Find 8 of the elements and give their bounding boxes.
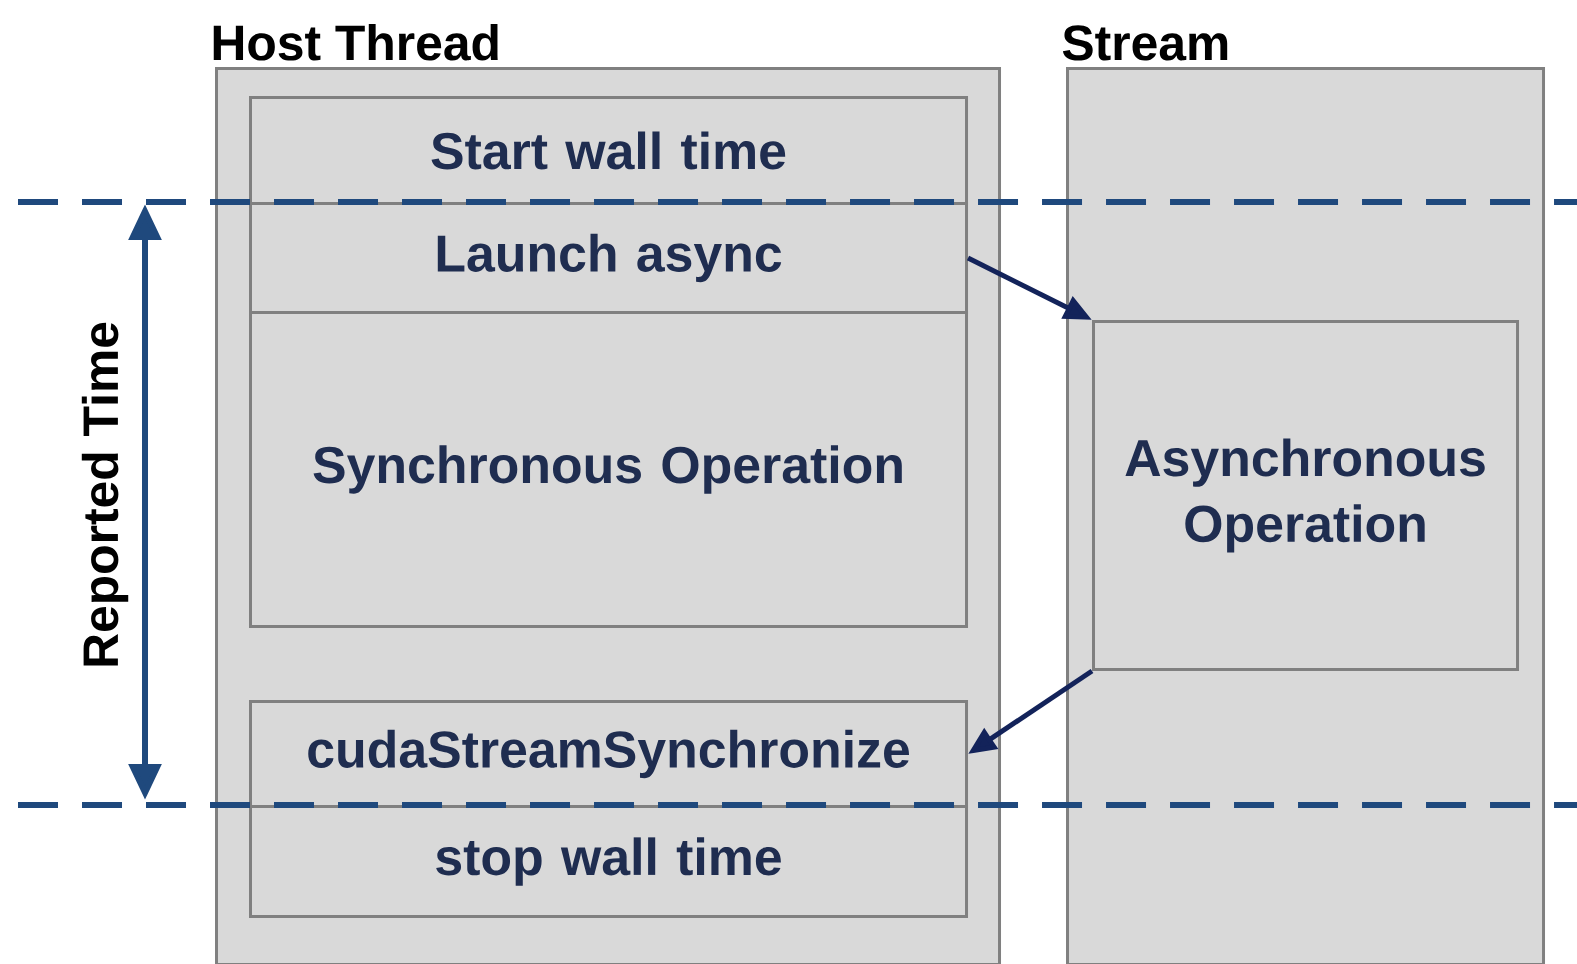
- step-box: stop wall time: [249, 805, 968, 918]
- step-box: cudaStreamSynchronize: [249, 700, 968, 808]
- dimension-label: Reported Time: [81, 322, 129, 666]
- step-box: Start wall time: [249, 96, 968, 205]
- step-box: Launch async: [249, 202, 968, 314]
- node-label: Host Thread: [213, 24, 498, 61]
- node-label: Stream: [1062, 25, 1228, 61]
- step-box: Asynchronous Operation: [1092, 320, 1519, 671]
